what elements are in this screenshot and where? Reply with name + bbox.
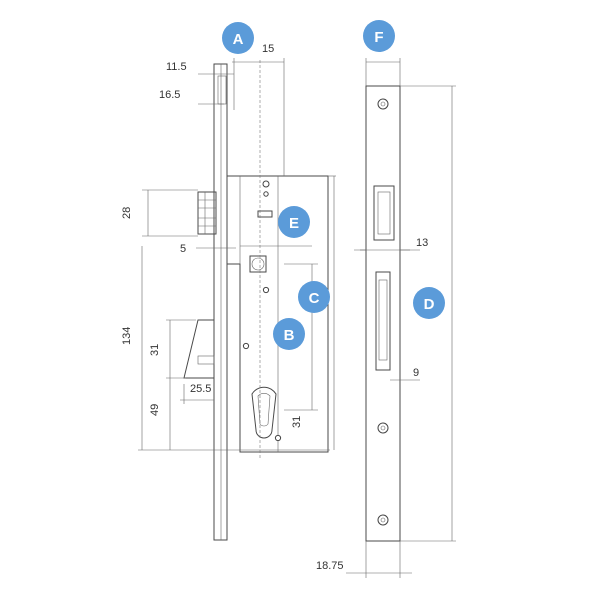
badge-f-label: F — [374, 29, 383, 46]
front-screw-top — [377, 98, 389, 110]
badge-c: C — [298, 281, 330, 313]
dim-18-75: 18.75 — [316, 560, 344, 572]
lock-case — [226, 175, 329, 453]
dim-15: 15 — [262, 43, 274, 55]
latch-block — [197, 191, 217, 235]
front-screw-bottom — [377, 514, 389, 526]
deadbolt — [183, 319, 215, 379]
dimension-labels: 11.5 16.5 15 28 5 134 31 25.5 49 31 13 9… — [121, 43, 428, 572]
dim-11-5: 11.5 — [166, 61, 187, 73]
badge-b-label: B — [284, 327, 295, 344]
front-screw-middle — [377, 422, 389, 434]
dim-25-5: 25.5 — [190, 383, 211, 395]
cylinder-cutout — [251, 386, 277, 439]
badge-f: F — [363, 20, 395, 52]
dim-31-right: 31 — [291, 416, 303, 428]
badge-a: A — [222, 22, 254, 54]
badge-b: B — [273, 318, 305, 350]
faceplate-strip — [213, 63, 228, 541]
dim-31-left: 31 — [149, 344, 161, 356]
badge-d: D — [413, 287, 445, 319]
bolt-window — [375, 271, 391, 371]
dim-5: 5 — [180, 243, 186, 255]
front-view — [346, 58, 456, 578]
side-view — [138, 58, 336, 541]
follower-square — [249, 255, 267, 273]
badge-e: E — [278, 206, 310, 238]
badge-c-label: C — [309, 290, 320, 307]
dim-134: 134 — [121, 327, 133, 345]
dim-9: 9 — [413, 367, 419, 379]
badge-e-label: E — [289, 215, 299, 232]
dim-13: 13 — [416, 237, 428, 249]
badge-d-label: D — [424, 296, 435, 313]
dim-28: 28 — [121, 207, 133, 219]
dim-16-5: 16.5 — [159, 89, 180, 101]
front-faceplate — [365, 85, 401, 542]
badge-a-label: A — [233, 31, 244, 48]
latch-window — [373, 185, 395, 241]
dim-49: 49 — [149, 404, 161, 416]
